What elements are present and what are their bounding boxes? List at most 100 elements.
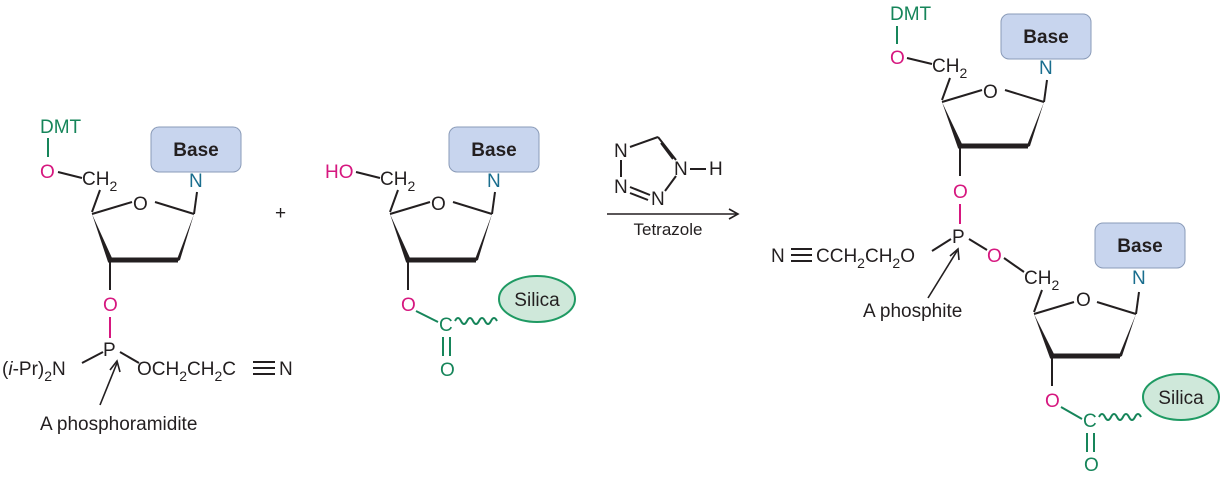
- ch2-c4-bond-bottom: [1033, 289, 1043, 313]
- wavy-linker: [454, 317, 498, 325]
- wedge-c1-c2: [176, 214, 194, 262]
- wedge-c4-c3-top: [942, 102, 962, 148]
- c1-n-bond-top: [1043, 79, 1048, 103]
- ch2-bottom: CH2: [1024, 268, 1059, 293]
- phosphite-arrowhead: [949, 247, 960, 261]
- pointer-arrowhead: [109, 359, 121, 373]
- tz-c-n4-double: [660, 142, 674, 160]
- triple-bond-left: [253, 361, 275, 375]
- ring-oxygen: O: [431, 194, 446, 215]
- tetrazole-n1: N: [614, 141, 628, 162]
- ch2-top: CH2: [932, 56, 967, 81]
- c4-ring-o-bond-top: [941, 89, 983, 103]
- ring-oxygen-top: O: [983, 82, 998, 103]
- wedge-c1-c2-bottom: [1118, 314, 1136, 358]
- reaction-arrowhead: [728, 208, 740, 220]
- n-glycosidic: N: [189, 171, 203, 192]
- ring-o-c1-bond-top: [1004, 89, 1045, 103]
- base-label: Base: [173, 140, 218, 161]
- n-glycosidic-top: N: [1039, 58, 1053, 79]
- n-glycosidic-bottom: N: [1132, 268, 1146, 289]
- c1-n-bond: [491, 191, 496, 215]
- cyano-nitrogen: N: [279, 359, 293, 380]
- o-c-bond-bottom: [1060, 406, 1083, 420]
- c1-n-bond-bottom: [1135, 291, 1140, 315]
- tetrazole-n3: N: [651, 189, 665, 210]
- silica-label: Silica: [514, 290, 560, 311]
- tz-c-n4-bond: [657, 136, 677, 161]
- c4-ring-o-bond-bottom: [1033, 301, 1075, 315]
- tetrazole-reagent: N N N N H Tetrazole: [607, 136, 740, 239]
- ring-o-c1-bond-bottom: [1096, 301, 1137, 315]
- ch2-c4-bond: [389, 189, 399, 213]
- carbonyl-carbon: C: [1083, 411, 1097, 432]
- base-label-top: Base: [1023, 27, 1068, 48]
- oxygen-3prime-bottom: O: [1045, 391, 1060, 412]
- wedge-c1-c2: [474, 214, 492, 262]
- tz-n3-n4-bond: [664, 175, 677, 192]
- p-o-bond-right: [968, 238, 988, 251]
- o-ch2-bond-bottom: [1003, 257, 1025, 273]
- carbonyl-oxygen: O: [1084, 455, 1099, 476]
- oxygen-3prime: O: [401, 295, 416, 316]
- ring-o-c1-bond: [154, 201, 195, 215]
- ho-ch2-bond: [355, 171, 381, 179]
- silica-label: Silica: [1158, 388, 1204, 409]
- phosphorus: P: [952, 227, 965, 248]
- oxygen-5prime: O: [40, 162, 55, 183]
- phosphorus: P: [103, 340, 116, 361]
- phosphite-label: A phosphite: [863, 301, 962, 322]
- phosphoramidite-label: A phosphoramidite: [40, 414, 197, 435]
- o-p-bond-left: [931, 238, 952, 252]
- wedge-c1-c2-top: [1026, 102, 1044, 148]
- tetrazole-n2: N: [614, 177, 628, 198]
- c4-ring-o-bond: [91, 201, 133, 215]
- base-label: Base: [471, 140, 516, 161]
- cyano-nitrogen: N: [771, 246, 785, 267]
- n-p-bond: [81, 351, 104, 364]
- ch2-c4-bond: [91, 189, 101, 213]
- o-ch2-bond: [906, 57, 933, 65]
- wedge-c4-c3-bottom: [1034, 314, 1054, 358]
- cyanoethyl-chain: CCH2CH2O: [816, 246, 915, 271]
- base-box: [448, 126, 540, 173]
- triple-bond-product: [791, 248, 812, 262]
- silica-support: [1142, 373, 1220, 421]
- oxygen-5prime-bottom: O: [987, 246, 1002, 267]
- phosphite-product: DMT O CH2 O Base N O P N CCH2CH2O O: [771, 4, 1220, 476]
- ch2-group: CH2: [380, 169, 415, 194]
- o-ch2-bond: [57, 171, 83, 179]
- carbonyl-carbon: C: [439, 315, 453, 336]
- phosphoramidite-molecule: DMT O CH2 O Base N O P (i-Pr)2N OCH2CH2C…: [2, 117, 293, 435]
- ring-oxygen-bottom: O: [1076, 290, 1091, 311]
- silica-support: [498, 275, 576, 323]
- o-c-bond: [415, 310, 439, 323]
- c1-n-bond: [193, 191, 198, 215]
- plus-sign: +: [275, 203, 286, 224]
- base-label-bottom: Base: [1117, 236, 1162, 257]
- ch2-group: CH2: [82, 169, 117, 194]
- base-box: [150, 126, 242, 173]
- diisopropylamine: (i-Pr)2N: [2, 359, 66, 384]
- dmt-label: DMT: [40, 117, 82, 138]
- tz-n2-n3-bond-b: [629, 192, 649, 201]
- wedge-c4-c3: [92, 214, 112, 262]
- oxygen-5prime: O: [890, 48, 905, 69]
- wavy-linker: [1098, 413, 1142, 421]
- cyanoethyl-group: OCH2CH2C: [137, 359, 236, 384]
- tetrazole-h: H: [709, 159, 723, 180]
- tz-n1-c-bond: [629, 136, 659, 148]
- base-box-bottom: [1094, 222, 1186, 269]
- ring-oxygen: O: [133, 194, 148, 215]
- support-bound-nucleoside: HO CH2 O Base N O C O Silica: [325, 126, 576, 381]
- oxygen-3prime: O: [103, 295, 118, 316]
- tetrazole-label: Tetrazole: [634, 220, 703, 239]
- base-box-top: [1000, 13, 1092, 60]
- wedge-c4-c3: [390, 214, 410, 262]
- ch2-c4-bond: [941, 77, 951, 101]
- tz-n2-n3-bond-a: [629, 186, 651, 196]
- dmt-label: DMT: [890, 4, 932, 25]
- oxygen-3prime-top: O: [953, 182, 968, 203]
- ring-o-c1-bond: [452, 201, 493, 215]
